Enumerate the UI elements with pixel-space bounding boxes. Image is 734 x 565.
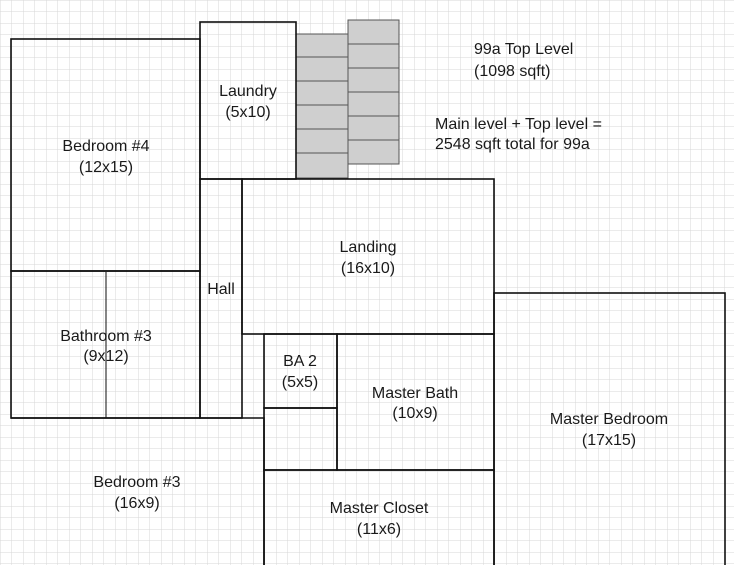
stairs	[295, 19, 400, 179]
bathroom3-label: Bathroom #3	[60, 328, 152, 345]
bedroom3-room	[11, 417, 265, 565]
master-bedroom-label: Master Bedroom	[550, 411, 668, 428]
master-closet-label: Master Closet	[330, 500, 429, 517]
master-bedroom-size: (17x15)	[582, 432, 636, 449]
plan-title: 99a Top Level	[474, 41, 573, 58]
laundry-label: Laundry	[219, 83, 277, 100]
landing-label: Landing	[340, 239, 397, 256]
ba2-size: (5x5)	[282, 374, 318, 391]
master-bedroom-room	[493, 292, 726, 565]
bedroom4-size: (12x15)	[79, 159, 133, 176]
master-bath-size: (10x9)	[392, 405, 437, 422]
walls	[10, 21, 726, 565]
master-closet-size: (11x6)	[357, 521, 401, 538]
plan-note-line2: 2548 sqft total for 99a	[435, 136, 590, 153]
plan-note-line1: Main level + Top level =	[435, 116, 602, 133]
bedroom3-label: Bedroom #3	[93, 474, 180, 491]
bedroom4-label: Bedroom #4	[62, 138, 149, 155]
landing-size: (16x10)	[341, 260, 395, 277]
plan-area: (1098 sqft)	[474, 63, 550, 80]
hall-label: Hall	[207, 281, 235, 298]
master-bath-label: Master Bath	[372, 385, 458, 402]
bedroom3-size: (16x9)	[114, 495, 159, 512]
labels: 99a Top Level (1098 sqft) Main level + T…	[60, 41, 668, 538]
bathroom3-size: (9x12)	[83, 348, 128, 365]
laundry-size: (5x10)	[225, 104, 270, 121]
ba2-label: BA 2	[283, 353, 317, 370]
